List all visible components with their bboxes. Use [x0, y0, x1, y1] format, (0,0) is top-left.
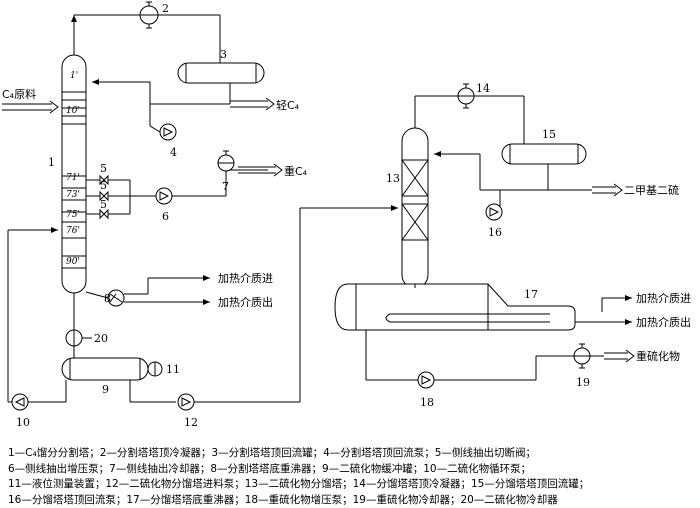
equipment-number-5b: 5: [100, 179, 107, 192]
heavy-sulfide-line: [366, 330, 634, 380]
equipment-number-16: 16: [488, 226, 502, 239]
equipment-number-18: 18: [420, 396, 434, 409]
equipment-legend: 1—C₄馏分分割塔；2—分割塔塔顶冷凝器；3—分割塔塔顶回流罐；4—分割塔塔顶回…: [8, 446, 698, 508]
side-draw-cooler-7: [218, 151, 234, 171]
side-draw-pump-6: [156, 188, 172, 204]
fractionator-reflux-line: [434, 154, 500, 210]
tray-label-1: 1': [70, 71, 78, 81]
equipment-number-5a: 5: [100, 162, 107, 175]
equipment-number-8: 8: [104, 292, 111, 305]
fractionator-feed-pump-12: [178, 394, 194, 410]
heavy-sulfide-pump-18: [418, 372, 434, 388]
tray-label-76: 76': [66, 226, 80, 236]
reflux-line-to-column: [92, 82, 150, 126]
tray-label-73: 73': [66, 190, 80, 200]
legend-line-1: 1—C₄馏分分割塔；2—分割塔塔顶冷凝器；3—分割塔塔顶回流罐；4—分割塔塔顶回…: [8, 446, 698, 462]
side-draw-valve-5c: [100, 210, 108, 218]
equipment-number-12: 12: [184, 416, 198, 429]
overhead-condenser-2: [140, 2, 158, 28]
heating-in-label-1: 加热介质进: [218, 272, 273, 285]
light-c4-label: 轻C₄: [276, 98, 300, 112]
fractionator-reflux-pump-16: [486, 204, 502, 220]
tray-label-75: 75': [66, 210, 80, 220]
reboiler-heating-lines: [575, 298, 632, 322]
equipment-number-14: 14: [476, 82, 490, 95]
heating-out-label-1: 加热介质出: [218, 295, 273, 309]
equipment-number-10: 10: [16, 416, 30, 429]
equipment-number-2: 2: [162, 2, 169, 15]
reflux-drum-3: [178, 63, 264, 83]
heavy-c4-label: 重C₄: [284, 164, 308, 178]
side-draw-manifold: [86, 180, 156, 214]
fractionator-reboiler-17: [335, 284, 575, 330]
heavy-sulfide-label: 重硫化物: [636, 349, 680, 363]
process-flow-diagram: 1' 10' 71' 73' 75' 76' 90' 1 C₄原料 2 3 轻C…: [0, 0, 700, 446]
equipment-number-13: 13: [386, 172, 400, 185]
light-c4-line: [150, 83, 274, 110]
tray-label-71: 71': [66, 173, 80, 183]
c4-feed-label: C₄原料: [2, 87, 36, 101]
c4-feed-arrow: [2, 101, 58, 113]
recycle-line: [8, 230, 66, 402]
heavy-sulfide-cooler-19: [574, 344, 590, 368]
tray-label-90: 90': [66, 257, 80, 267]
disulfide-buffer-tank-9: [62, 358, 148, 380]
heating-in-label-2: 加热介质进: [636, 292, 691, 305]
equipment-number-4: 4: [170, 146, 177, 159]
equipment-number-5c: 5: [100, 198, 107, 211]
equipment-number-15: 15: [542, 128, 556, 141]
dmds-label: 二甲基二硫: [624, 183, 679, 197]
equipment-number-11: 11: [166, 363, 180, 376]
disulfide-fractionator-13: [402, 128, 428, 288]
heating-out-label-2: 加热介质出: [636, 315, 691, 329]
level-gauge-11: [148, 362, 162, 376]
equipment-number-6: 6: [162, 210, 169, 223]
fractionator-reflux-drum-15: [502, 144, 586, 164]
dmds-product-line: [500, 164, 622, 196]
fractionator-condenser-14: [458, 84, 474, 108]
equipment-number-1: 1: [48, 156, 55, 169]
equipment-number-3: 3: [220, 48, 227, 61]
legend-line-2: 6—侧线抽出增压泵；7—侧线抽出冷却器；8—分割塔塔底重沸器；9—二硫化物缓冲罐…: [8, 462, 698, 478]
equipment-number-9: 9: [102, 383, 109, 396]
equipment-number-19: 19: [576, 376, 590, 389]
reflux-pump-4: [150, 124, 176, 140]
equipment-number-7: 7: [222, 180, 229, 193]
equipment-number-17: 17: [524, 288, 538, 301]
disulfide-cooler-20: [66, 330, 92, 346]
equipment-number-20: 20: [94, 332, 108, 345]
tray-label-10: 10': [66, 106, 80, 116]
disulfide-circulation-pump-10: [12, 394, 28, 410]
legend-line-3: 11—液位测量装置；12—二硫化物分馏塔进料泵；13—二硫化物分馏塔；14—分馏…: [8, 477, 698, 493]
